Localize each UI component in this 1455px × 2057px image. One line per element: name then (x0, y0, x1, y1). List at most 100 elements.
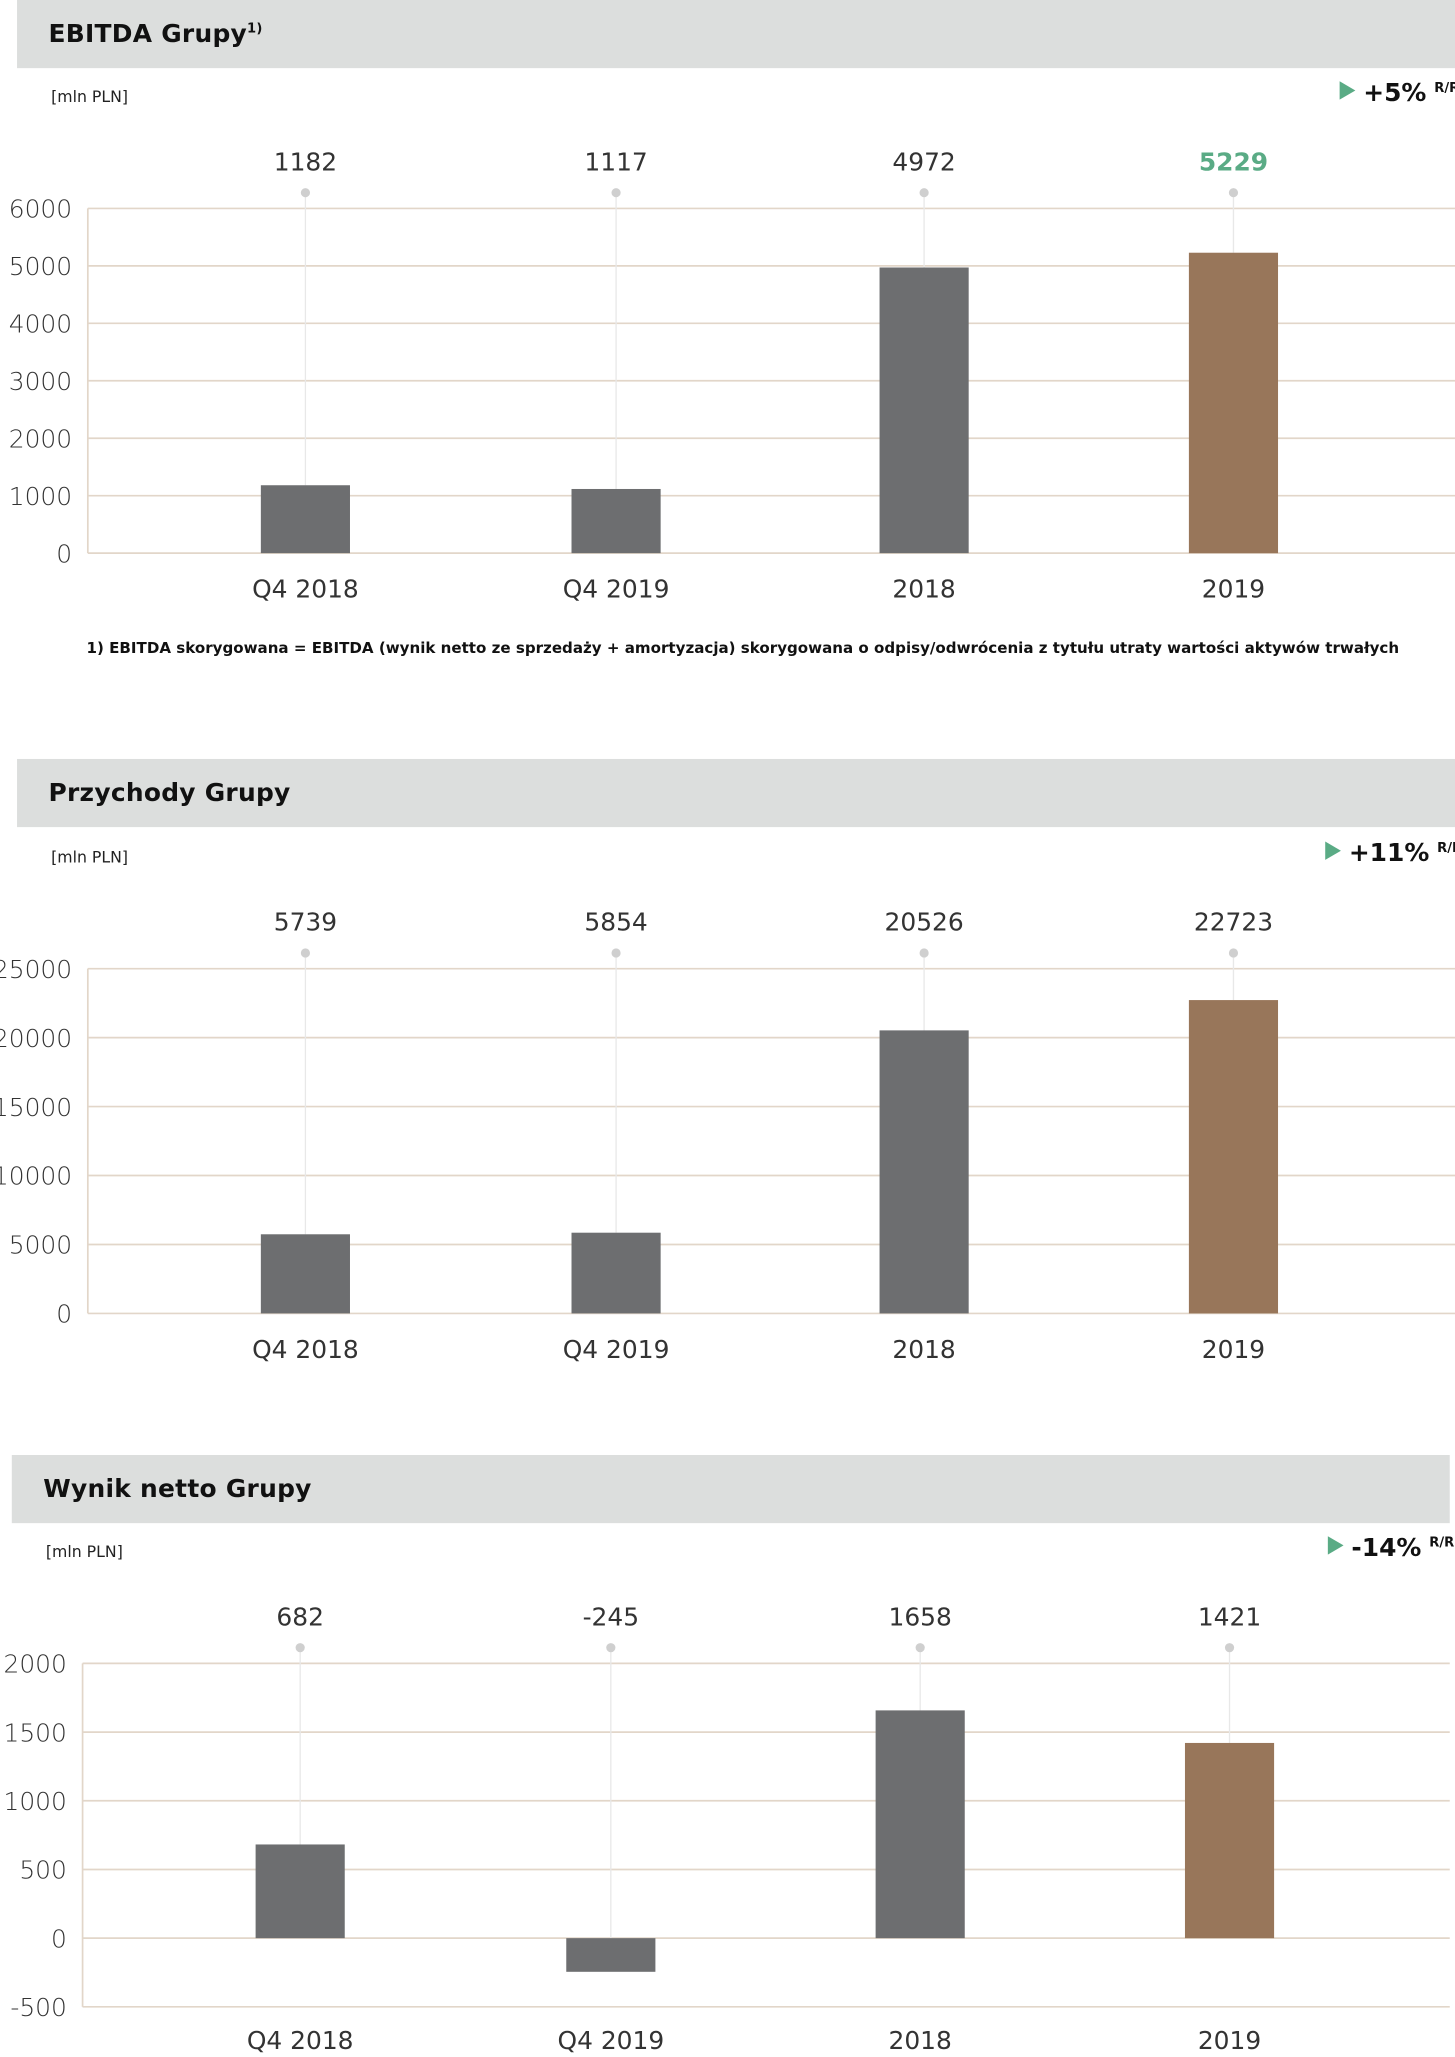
data-label: 1117 (584, 147, 647, 176)
leader-dot (300, 948, 311, 958)
bar (571, 1232, 661, 1314)
chart-header-band (17, 0, 1455, 69)
unit-label: [mln PLN] (46, 1543, 123, 1561)
unit-text: [mln PLN] (51, 87, 129, 107)
x-tick-label: Q4 2018 (252, 575, 359, 604)
unit-label: [mln PLN] (51, 88, 128, 106)
leader-dot (915, 1643, 925, 1653)
y-tick-label: 20000 (0, 1024, 72, 1053)
leader-dot (1224, 1643, 1235, 1653)
triangle-right-icon (1339, 81, 1356, 100)
change-value: +5% (1363, 78, 1427, 108)
change-suffix: R/R (1437, 841, 1455, 856)
change-suffix: R/R (1434, 80, 1455, 96)
triangle-right-icon (1327, 1536, 1344, 1555)
data-label: 5739 (274, 908, 337, 937)
x-tick-label: Q4 2019 (563, 1335, 670, 1364)
y-tick-label: 5000 (9, 252, 72, 281)
y-tick-label: 0 (56, 1300, 72, 1329)
y-tick-label: 1000 (3, 1787, 66, 1816)
triangle-right-icon (1325, 841, 1341, 860)
x-tick-label: Q4 2018 (247, 2026, 354, 2055)
leader-dot (611, 948, 621, 958)
unit-text: [mln PLN] (51, 848, 129, 867)
y-tick-label: 6000 (9, 195, 72, 224)
leader-dot (1228, 948, 1239, 958)
chart-title-text: Przychody Grupy (48, 778, 291, 808)
x-tick-label: Q4 2019 (557, 2026, 664, 2055)
y-tick-label: 5000 (9, 1231, 72, 1260)
data-label: -245 (583, 1602, 640, 1631)
data-label: 1421 (1198, 1602, 1261, 1631)
bar (571, 488, 661, 554)
y-tick-label: 10000 (0, 1162, 72, 1191)
y-tick-label: -500 (10, 1993, 67, 2022)
leader-dot (300, 188, 311, 198)
chart-header-band (17, 758, 1455, 828)
data-label: 1182 (274, 147, 337, 176)
y-tick-label: 0 (51, 1924, 67, 1953)
bar (260, 1234, 350, 1314)
change-suffix: R/R (1429, 1535, 1455, 1551)
data-label: 22723 (1194, 908, 1273, 937)
bar (1184, 1742, 1275, 1939)
data-label: 4972 (892, 147, 955, 176)
leader-dot (611, 188, 621, 198)
yoy-change: +5% R/R (1339, 78, 1455, 108)
data-label: 682 (276, 1602, 324, 1631)
x-tick-label: 2019 (1198, 2026, 1261, 2055)
y-tick-label: 0 (56, 539, 72, 568)
x-tick-label: Q4 2019 (563, 575, 670, 604)
chart-header-band (11, 1454, 1450, 1524)
footnote: 1) EBITDA skorygowana = EBITDA (wynik ne… (87, 638, 1400, 656)
bar (879, 267, 969, 554)
data-label: 5854 (584, 908, 647, 937)
chart-title: Wynik netto Grupy (43, 1475, 311, 1504)
leader-dot (295, 1643, 305, 1653)
bar (879, 1030, 969, 1314)
yoy-change: -14% R/R (1327, 1533, 1455, 1563)
change-value: -14% (1351, 1533, 1422, 1563)
bar (1188, 252, 1279, 554)
x-tick-label: 2019 (1202, 575, 1265, 604)
change-value: +11% (1348, 838, 1430, 868)
x-tick-label: 2018 (892, 1335, 955, 1364)
leader-dot (919, 948, 929, 958)
y-tick-label: 25000 (0, 955, 72, 984)
bar (255, 1844, 345, 1939)
yoy-change: +11% R/R (1325, 839, 1455, 868)
x-tick-label: 2018 (892, 575, 955, 604)
unit-text: [mln PLN] (45, 1542, 123, 1562)
chart-title-text: EBITDA Grupy (48, 19, 248, 49)
leader-dot (919, 188, 929, 198)
x-tick-label: Q4 2018 (252, 1335, 359, 1364)
unit-label: [mln PLN] (51, 848, 128, 866)
y-tick-label: 500 (19, 1856, 67, 1885)
y-tick-label: 4000 (9, 310, 72, 339)
data-label: 1658 (889, 1602, 952, 1631)
y-tick-label: 1500 (3, 1718, 66, 1747)
footnote-text: 1) EBITDA skorygowana = EBITDA (wynik ne… (86, 638, 1400, 657)
y-tick-label: 2000 (9, 424, 72, 453)
bar (1188, 1000, 1279, 1314)
y-tick-label: 1000 (9, 482, 72, 511)
chart-title-text: Wynik netto Grupy (43, 1474, 312, 1504)
chart-title: Przychody Grupy (48, 779, 290, 808)
data-label: 5229 (1199, 147, 1268, 176)
bar (260, 485, 350, 554)
bar (875, 1710, 965, 1939)
x-tick-label: 2018 (889, 2026, 952, 2055)
footnote-marker: 1) (247, 21, 263, 37)
chart-title: EBITDA Grupy1) (48, 20, 262, 49)
x-tick-label: 2019 (1202, 1335, 1265, 1364)
y-tick-label: 2000 (3, 1650, 66, 1679)
y-tick-label: 3000 (9, 367, 72, 396)
leader-dot (606, 1643, 616, 1653)
bar (566, 1938, 656, 1972)
leader-dot (1228, 188, 1239, 198)
y-tick-label: 15000 (0, 1093, 72, 1122)
